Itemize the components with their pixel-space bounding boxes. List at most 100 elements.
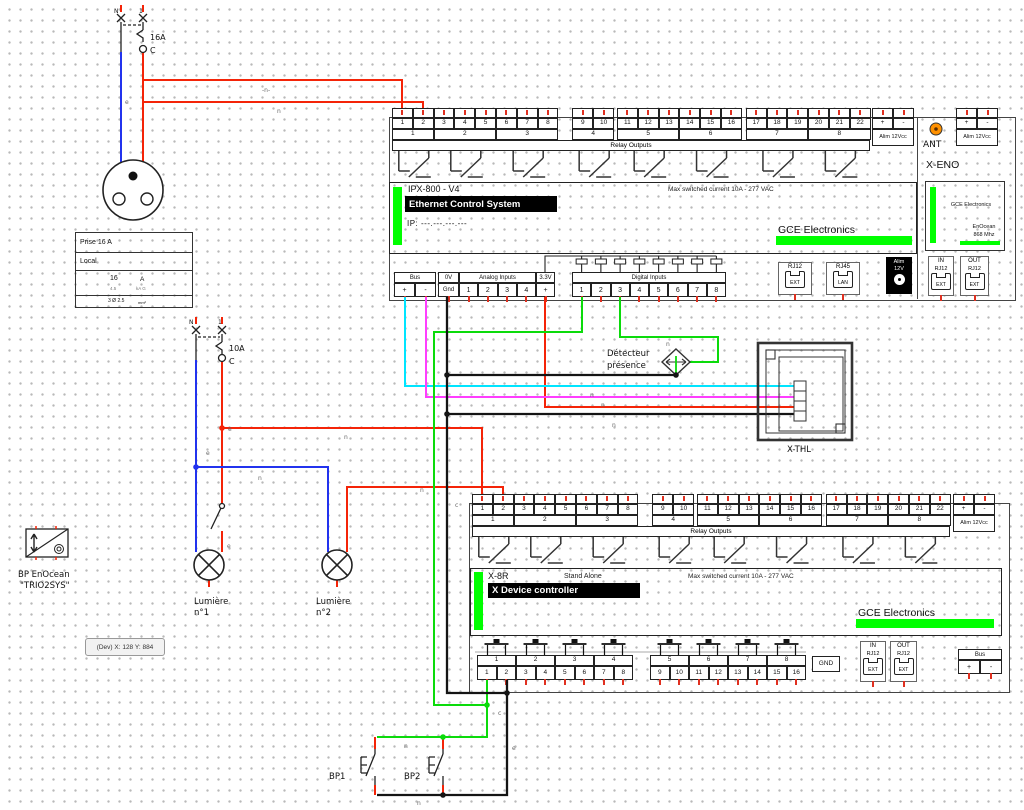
- wire-bus-minus[interactable]: [425, 297, 794, 398]
- breaker2-n-label: N: [189, 319, 194, 326]
- terminal-number: 18: [846, 504, 868, 515]
- terminal-clamp: [696, 494, 718, 504]
- terminal-clamp: [534, 494, 556, 504]
- svg-text:n: n: [420, 487, 424, 494]
- relay-terminal-group: 9 10 4: [572, 108, 614, 140]
- relay-group-label: 8: [888, 515, 951, 526]
- relay-group-label: 2: [513, 515, 576, 526]
- terminal-clamp: [596, 494, 618, 504]
- xeno-in-connector[interactable]: IN RJ12 EXT: [928, 256, 954, 301]
- ipx-ip-address: IP: ---.---.---.---: [407, 219, 468, 228]
- relay-terminal-block: 11 12 13 5 14: [616, 108, 742, 140]
- wall-socket[interactable]: [102, 159, 164, 221]
- breaker2-1-label: 1: [218, 319, 222, 326]
- circuit-breaker-16a[interactable]: [116, 13, 148, 54]
- svg-text:-n-: -n-: [262, 87, 270, 94]
- ipx-relay-terminal-strip[interactable]: 1 2 1 3 4: [392, 108, 871, 140]
- relay-terminal: 15: [700, 108, 721, 129]
- relay-terminal: 20: [888, 494, 909, 515]
- digital-terminal: 12: [708, 666, 728, 685]
- wire-live-circuit1[interactable]: [142, 52, 424, 162]
- wire-neutral-circuit2[interactable]: [195, 360, 329, 552]
- xeno-freq: 868 Mhz: [973, 232, 995, 238]
- x8r-title: X-8R: [488, 571, 509, 581]
- lamp2-label-line2: n°2: [316, 608, 331, 618]
- wire-live-circuit2[interactable]: [221, 358, 483, 552]
- svg-text:c: c: [498, 710, 501, 717]
- bp2-label: BP2: [404, 772, 420, 782]
- ipx-brand-underline: [776, 236, 912, 245]
- xeno-green-bar: [930, 187, 936, 243]
- ipx-bus-strip: Bus + -: [394, 272, 436, 302]
- lamp-2[interactable]: [321, 549, 353, 581]
- relay-terminal: 16: [720, 108, 742, 129]
- terminal-number: 3: [433, 118, 455, 129]
- lamp-1[interactable]: [193, 549, 225, 581]
- relay-terminal-group: 14 15 16 6: [679, 108, 742, 140]
- push-button-bp1[interactable]: [360, 749, 376, 785]
- push-button-bp2[interactable]: [428, 749, 444, 785]
- terminal-number: 10: [593, 118, 614, 129]
- dev-coordinates-tooltip: (Dev) X: 128 Y: 884: [85, 638, 165, 656]
- breaker1-n-label: N: [114, 8, 119, 15]
- relay-group-label: 6: [679, 129, 742, 140]
- ipx-power-jack[interactable]: Alim 12V: [886, 257, 912, 294]
- enocean-remote-icon[interactable]: [25, 526, 69, 560]
- svg-text:e: e: [125, 99, 129, 106]
- relay-terminal: 9: [652, 494, 674, 515]
- digital-terminal: 13: [728, 666, 748, 685]
- x8r-relay-terminal-strip[interactable]: 1 2 1 3 4: [472, 494, 951, 526]
- terminal-clamp: [495, 108, 517, 118]
- xeno-radio: EnOcean: [972, 224, 996, 230]
- relay-terminal-group: 1 2 1: [392, 108, 434, 140]
- relay-terminal-block: 1 2 1 3 4: [472, 494, 639, 526]
- digital-group-label: 1: [477, 655, 516, 666]
- relay-terminal: 6: [495, 108, 517, 129]
- relay-terminal-group: 20 21 22 8: [808, 108, 871, 140]
- breaker2-rating: 10A: [229, 344, 245, 353]
- wire-3v3-to-xthl[interactable]: [544, 297, 794, 408]
- ipx-rj12-connector[interactable]: RJ12 EXT: [778, 262, 812, 300]
- relay-terminal-block: 17 18 19 7 20: [825, 494, 951, 526]
- digital-terminal: 5: [555, 666, 575, 685]
- wire-bus-plus[interactable]: [404, 297, 794, 387]
- wire-digital3-to-detector[interactable]: [619, 297, 719, 375]
- table-row: Prise 16 A: [76, 233, 192, 253]
- svg-text:n: n: [417, 800, 421, 807]
- relay-terminal: 8: [617, 494, 639, 515]
- x8r-in-connector[interactable]: IN RJ12 EXT: [860, 641, 886, 687]
- ipx-rj45-connector[interactable]: RJ45 LAN: [826, 262, 860, 300]
- relay-terminal: 22: [849, 108, 871, 129]
- circuit-label-table[interactable]: Prise 16 A Local 16 A 4.5 kA G 3 Ø 2.5 m…: [75, 232, 193, 308]
- circuit-breaker-10a[interactable]: [191, 325, 227, 363]
- xeno-title: X-ENO: [926, 159, 960, 171]
- rj12-jack-icon: EXT: [863, 658, 883, 675]
- terminal-clamp: [472, 494, 493, 504]
- xeno-body[interactable]: GCE Electronics EnOcean 868 Mhz: [925, 181, 1005, 251]
- terminal-number: 22: [849, 118, 871, 129]
- terminal-clamp: [787, 108, 809, 118]
- svg-text:n: n: [590, 392, 594, 399]
- breaker1-rating: 16A: [150, 33, 166, 42]
- terminal-clamp: [433, 108, 455, 118]
- digital-terminal: 1: [477, 666, 497, 685]
- terminal-clamp: [738, 494, 760, 504]
- xeno-out-connector[interactable]: OUT RJ12 EXT: [960, 256, 989, 301]
- ipx-green-bar: [393, 187, 402, 245]
- x8r-out-connector[interactable]: OUT RJ12 EXT: [890, 641, 917, 687]
- svg-text:n: n: [344, 434, 348, 441]
- presence-detector[interactable]: [660, 348, 692, 376]
- relay-terminal: 14: [759, 494, 781, 515]
- x8r-max-current: Max switched current 10A - 277 VAC: [688, 573, 794, 580]
- digital-group-label: 2: [516, 655, 555, 666]
- rj12-jack-icon: EXT: [893, 658, 914, 675]
- terminal-clamp: [658, 108, 680, 118]
- light-switch[interactable]: [210, 502, 226, 530]
- relay-terminal-group: 1 2 1: [472, 494, 514, 526]
- digital-terminal: 10: [669, 666, 689, 685]
- terminal-clamp: [828, 108, 850, 118]
- xthl-module[interactable]: [756, 341, 854, 442]
